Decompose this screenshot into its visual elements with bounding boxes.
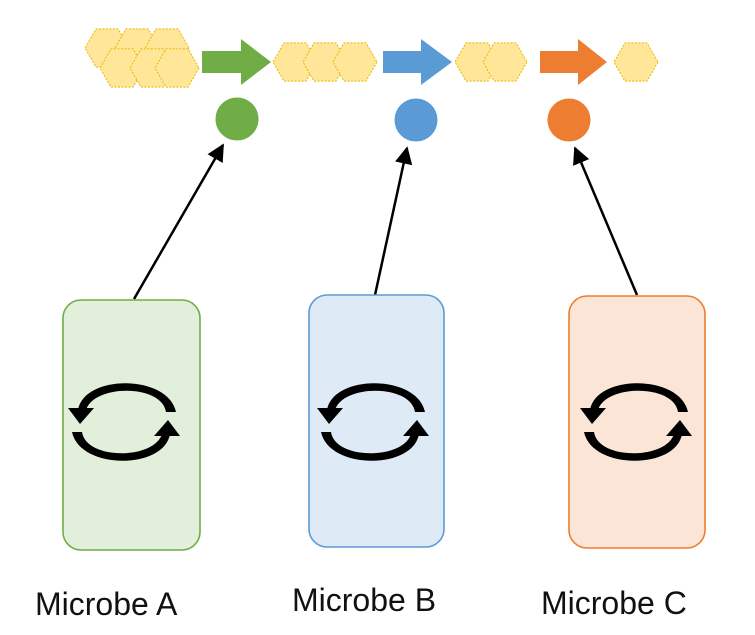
cycle-arrowhead-left <box>580 408 606 424</box>
cycle-arc-top <box>78 383 176 412</box>
substrate-hexagon <box>99 48 145 88</box>
secretion-arrow-b <box>373 146 413 296</box>
enzyme-circle-b <box>394 98 438 142</box>
substrate-chain <box>84 28 659 88</box>
microbe-a <box>62 299 201 551</box>
cycle-arc-bottom <box>584 432 682 461</box>
substrate-stage-4 <box>613 42 659 82</box>
microbe-b <box>308 294 445 548</box>
substrate-hexagon <box>154 48 200 88</box>
conversion-arrow-c <box>540 39 607 85</box>
cycle-arrowhead-left <box>317 408 343 424</box>
microbe-cell-b <box>308 294 445 548</box>
cycle-arrowhead-right <box>154 420 180 436</box>
cycle-arrowhead-right <box>403 420 429 436</box>
cycle-arrows-icon <box>317 383 429 461</box>
microbe-label-a: Microbe A <box>35 586 178 622</box>
substrate-stage-2 <box>272 42 378 82</box>
cycle-arrows-icon <box>68 383 180 461</box>
cycle-arrowhead-right <box>666 420 692 436</box>
substrate-hexagon <box>302 42 348 82</box>
substrate-stage-3 <box>454 42 528 82</box>
cycle-arrows-icon <box>580 383 692 461</box>
cycle-arc-bottom <box>321 432 419 461</box>
microbe-cell-c <box>568 295 706 549</box>
secretion-arrow-a <box>132 143 225 300</box>
substrate-hexagon <box>613 42 659 82</box>
cycle-arc-top <box>590 383 688 412</box>
substrate-hexagon <box>454 42 500 82</box>
conversion-arrow-b <box>383 39 452 85</box>
cycle-arc-top <box>327 383 425 412</box>
microbe-label-b: Microbe B <box>292 582 436 618</box>
substrate-hexagon <box>482 42 528 82</box>
substrate-stage-1 <box>84 28 200 88</box>
substrate-hexagon <box>272 42 318 82</box>
secretion-arrow-c <box>573 146 639 296</box>
microbe-c <box>568 295 706 549</box>
cycle-arrowhead-left <box>68 408 94 424</box>
substrate-hexagon <box>332 42 378 82</box>
cycle-arc-bottom <box>72 432 170 461</box>
enzyme-circle-a <box>215 97 259 141</box>
microbe-label-c: Microbe C <box>541 585 687 621</box>
microbe-cell-a <box>62 299 201 551</box>
conversion-arrow-a <box>202 39 271 85</box>
enzyme-circle-c <box>547 98 591 142</box>
